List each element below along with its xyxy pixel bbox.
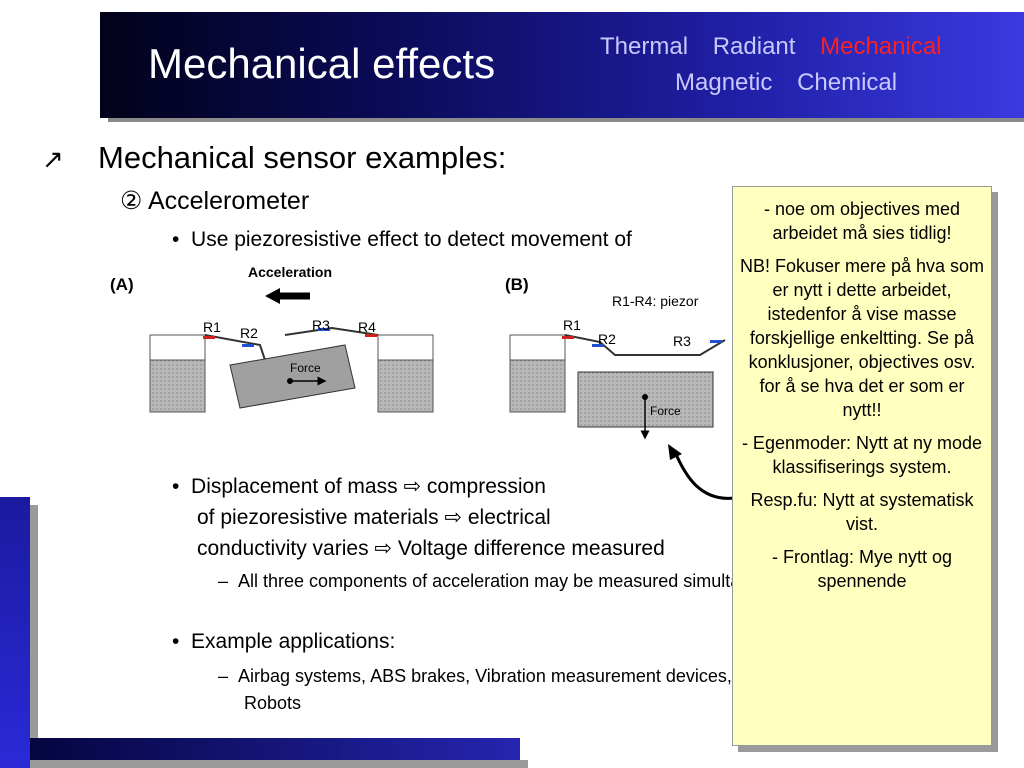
sub-bullet-apps-line1: Airbag systems, ABS brakes, Vibration me…	[238, 666, 832, 686]
left-decor-shadow	[30, 505, 38, 768]
accelerometer-figure: (A) Acceleration R1 R2 R3 R4 Force (B) R…	[110, 264, 726, 440]
label-b: (B)	[505, 275, 529, 294]
resistor-r2-b: R2	[598, 331, 616, 347]
resistor-r1-a: R1	[203, 319, 221, 335]
tab-chemical[interactable]: Chemical	[797, 69, 898, 96]
note-paragraph: NB! Fokuser mere på hva som er nytt i de…	[739, 256, 985, 420]
resistor-r1-b: R1	[563, 317, 581, 333]
sticky-note[interactable]: - noe om objectives med arbeidet må sies…	[732, 186, 992, 746]
force-label-b: Force	[650, 404, 681, 418]
acceleration-label: Acceleration	[248, 264, 332, 280]
note-paragraph: Resp.fu: Nytt at systematisk vist.	[750, 490, 974, 534]
sub-bullet-apps: – Airbag systems, ABS brakes, Vibration …	[218, 666, 832, 686]
sub-bullet-apps-line2: Robots	[244, 693, 302, 713]
bottom-decor-shadow	[38, 760, 528, 768]
bullet-displacement-line2: of piezoresistive materials ⇨ electrical	[197, 506, 551, 529]
callout-arrow-icon	[668, 444, 736, 500]
sub-bullet-components: – All three components of acceleration m…	[218, 571, 793, 591]
resistor-r3-b: R3	[673, 333, 691, 349]
note-paragraph: - noe om objectives med arbeidet må sies…	[763, 199, 961, 243]
caption-piezo: R1-R4: piezor	[612, 293, 699, 309]
bullet-displacement-line3: conductivity varies ⇨ Voltage difference…	[197, 537, 665, 560]
tab-radiant[interactable]: Radiant	[712, 33, 796, 60]
arrow-bullet-icon: ↗	[42, 144, 64, 174]
tab-thermal[interactable]: Thermal	[600, 33, 689, 60]
heading: ↗ Mechanical sensor examples:	[42, 140, 506, 176]
left-decor-bar	[0, 497, 30, 768]
resistor-r3-a: R3	[312, 317, 330, 333]
proof-mass-a	[229, 344, 356, 409]
sub-bullet-components-text: All three components of acceleration may…	[238, 571, 793, 591]
tab-magnetic[interactable]: Magnetic	[675, 69, 773, 96]
title-bar	[100, 12, 1024, 118]
bullet-piezo-text: Use piezoresistive effect to detect move…	[191, 228, 632, 251]
tab-mechanical[interactable]: Mechanical	[820, 33, 942, 60]
note-paragraph: - Egenmoder: Nytt at ny mode klassifiser…	[741, 433, 983, 477]
resistor-r4-a: R4	[358, 319, 376, 335]
bullet-displacement-line1: Displacement of mass ⇨ compression	[191, 475, 546, 498]
subheading: ② Accelerometer	[120, 187, 310, 215]
bottom-decor-bar	[30, 738, 520, 760]
force-label-a: Force	[290, 361, 321, 375]
label-a: (A)	[110, 275, 134, 294]
bullet-displacement: • Displacement of mass ⇨ compression	[172, 475, 546, 498]
heading-text: Mechanical sensor examples:	[98, 140, 507, 175]
page-title: Mechanical effects	[148, 40, 496, 87]
bullet-applications-text: Example applications:	[191, 630, 396, 653]
bullet-applications: • Example applications:	[172, 630, 396, 653]
bullet-piezo: • Use piezoresistive effect to detect mo…	[172, 228, 632, 251]
resistor-r2-a: R2	[240, 325, 258, 341]
note-paragraph: - Frontlag: Mye nytt og spennende	[771, 547, 953, 591]
